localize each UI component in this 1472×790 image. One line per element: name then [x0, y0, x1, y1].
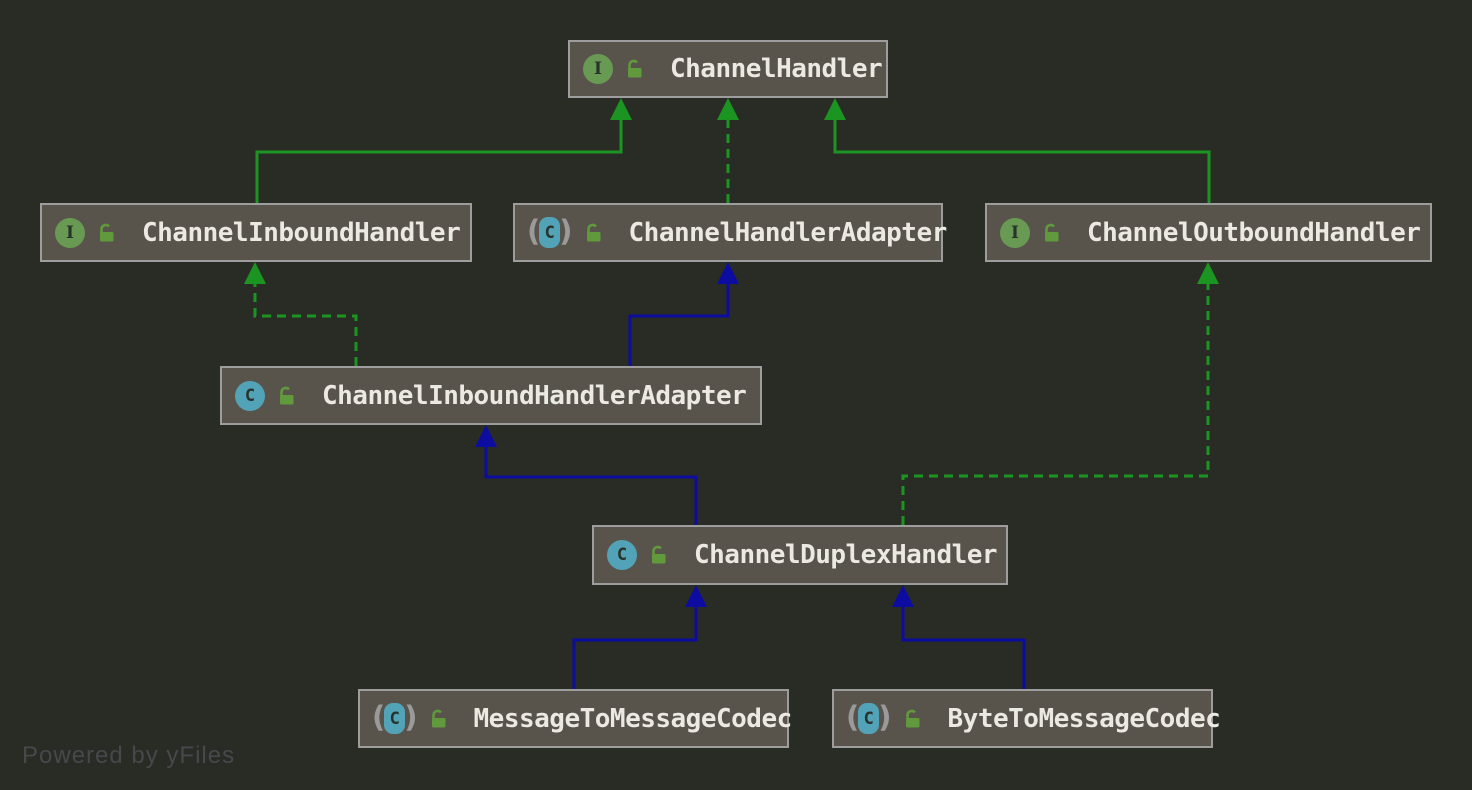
class-node-channelhandler[interactable]: I ChannelHandler: [568, 40, 888, 98]
class-name-label: ChannelOutboundHandler: [1087, 217, 1421, 248]
yfiles-watermark: Powered by yFiles: [22, 742, 236, 769]
class-icon: C: [235, 380, 265, 411]
extends-arrowhead: [475, 425, 497, 447]
abstract-class-icon: (C): [846, 699, 892, 734]
public-lock-icon: [652, 545, 666, 564]
interface-icon: I: [55, 217, 85, 248]
public-lock-icon: [586, 223, 601, 241]
abstract-class-icon: (C): [372, 699, 418, 734]
extends-arrowhead: [824, 98, 846, 120]
extends-edge: [572, 605, 698, 689]
class-node-channelduplexhandler[interactable]: C ChannelDuplexHandler: [592, 525, 1008, 585]
class-name-label: ByteToMessageCodec: [947, 703, 1221, 734]
implements-edge: [253, 282, 358, 366]
public-lock-icon: [280, 386, 294, 404]
interface-icon: I: [1000, 217, 1030, 248]
extends-edge: [628, 282, 730, 366]
extends-edge: [901, 605, 1026, 689]
extends-edge: [833, 118, 1211, 203]
public-lock-icon: [1045, 223, 1059, 241]
class-node-channelhandleradapter[interactable]: (C) ChannelHandlerAdapter: [513, 203, 947, 262]
extends-arrowhead: [892, 585, 914, 607]
implements-arrowhead: [717, 98, 739, 120]
public-lock-icon: [431, 709, 446, 727]
class-node-channelinboundhandleradapter[interactable]: C ChannelInboundHandlerAdapter: [220, 366, 762, 425]
extends-arrowhead: [717, 262, 739, 284]
public-lock-icon: [905, 709, 920, 727]
extends-edge: [255, 118, 623, 203]
class-node-channeloutboundhandler[interactable]: I ChannelOutboundHandler: [985, 203, 1432, 262]
abstract-class-icon: (C): [527, 213, 573, 248]
class-name-label: ChannelInboundHandlerAdapter: [322, 380, 747, 411]
class-name-label: ChannelDuplexHandler: [694, 540, 998, 570]
class-node-messagetomessagecodec[interactable]: (C) MessageToMessageCodec: [358, 689, 793, 748]
class-node-channelinboundhandler[interactable]: I ChannelInboundHandler: [40, 203, 472, 262]
class-name-label: ChannelHandlerAdapter: [628, 217, 948, 248]
implements-edge: [901, 282, 1210, 525]
class-name-label: MessageToMessageCodec: [473, 703, 793, 734]
class-node-bytetomessagecodec[interactable]: (C) ByteToMessageCodec: [832, 689, 1221, 748]
public-lock-icon: [100, 223, 114, 241]
class-name-label: ChannelHandler: [670, 54, 883, 84]
extends-edge: [484, 445, 698, 525]
implements-arrowhead: [244, 262, 266, 284]
public-lock-icon: [628, 59, 642, 78]
interface-icon: I: [583, 54, 613, 84]
extends-arrowhead: [685, 585, 707, 607]
class-name-label: ChannelInboundHandler: [142, 217, 461, 248]
class-icon: C: [607, 540, 637, 570]
implements-arrowhead: [1197, 262, 1219, 284]
extends-arrowhead: [610, 98, 632, 120]
